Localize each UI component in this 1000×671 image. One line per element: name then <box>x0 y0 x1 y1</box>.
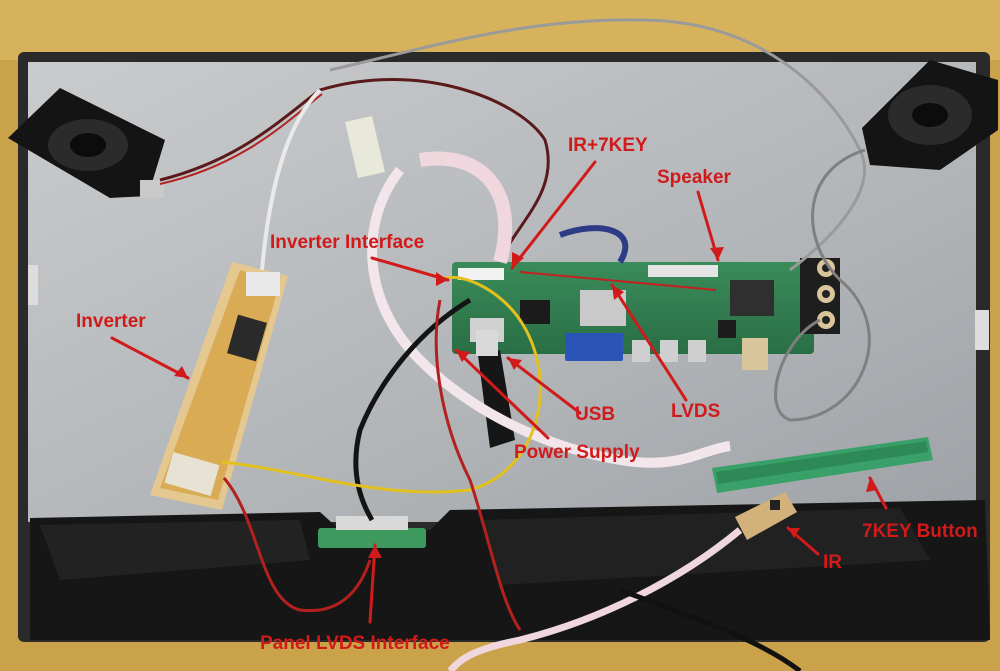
label-usb: USB <box>575 404 616 425</box>
label-panel-lvds-interface: Panel LVDS Interface <box>260 633 450 654</box>
label-ir: IR <box>823 552 842 573</box>
label-ir-7key: IR+7KEY <box>568 135 648 156</box>
cables <box>159 18 871 671</box>
label-inverter: Inverter <box>76 311 146 332</box>
speaker-left <box>8 88 165 198</box>
arrow-power-supply <box>454 348 550 440</box>
ir-board <box>735 492 797 540</box>
label-speaker: Speaker <box>657 167 731 188</box>
label-inverter-interface: Inverter Interface <box>270 232 425 253</box>
arrow-lvds <box>610 283 688 402</box>
inverter-board <box>150 262 288 510</box>
label-lvds: LVDS <box>671 401 721 422</box>
main-board <box>452 258 840 370</box>
label-7key-button: 7KEY Button <box>862 521 978 542</box>
label-power-supply: Power Supply <box>514 442 640 463</box>
arrow-usb <box>506 356 582 415</box>
speaker-right <box>862 60 998 170</box>
arrow-inverter <box>110 336 190 380</box>
arrow-inverter-interface <box>370 256 450 282</box>
arrow-ir-7key <box>510 160 597 270</box>
arrow-heads <box>174 247 878 558</box>
seven-key-board <box>712 437 933 493</box>
panel-lvds-connector <box>318 528 426 548</box>
